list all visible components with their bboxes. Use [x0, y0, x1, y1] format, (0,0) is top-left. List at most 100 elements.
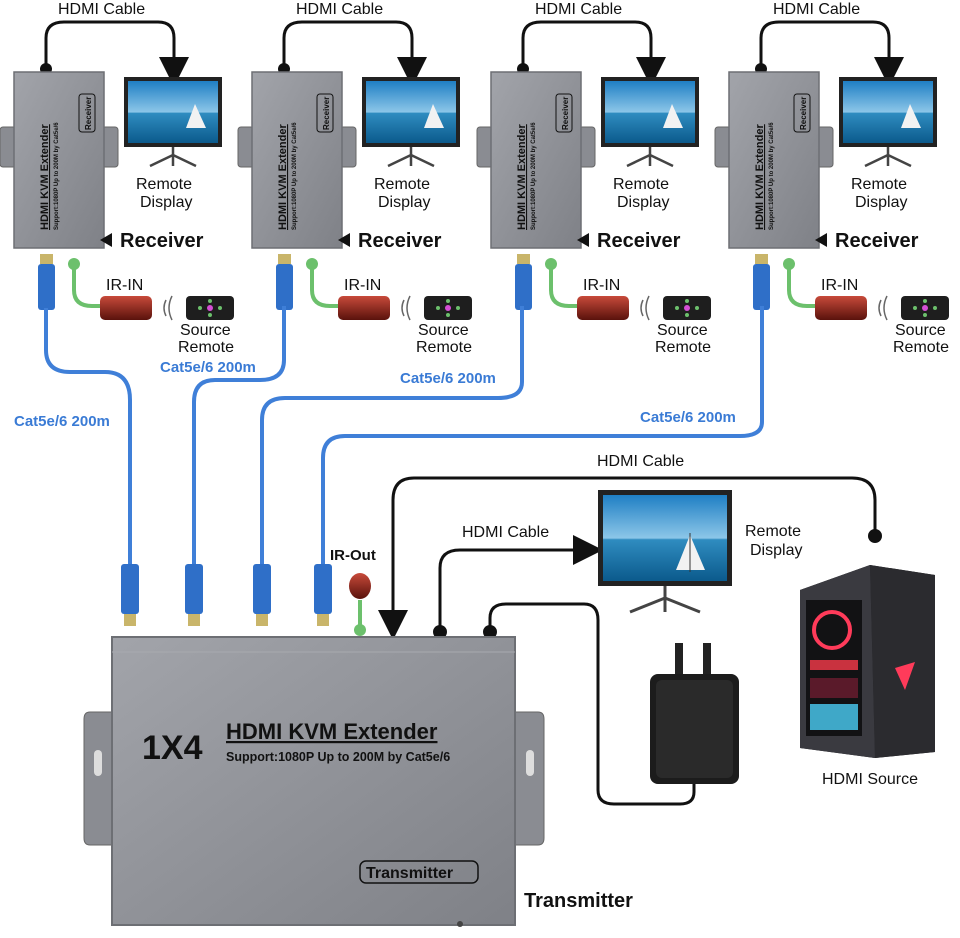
- receiver-role-label: Receiver: [120, 230, 204, 252]
- remote-button: [198, 306, 202, 310]
- hdmi-cable-top-label: HDMI Cable: [597, 453, 684, 470]
- receiver-hdmi-cable-label: HDMI Cable: [773, 1, 860, 18]
- remote-label-1: Source: [418, 322, 469, 339]
- receiver-title: HDMI KVM Extender: [754, 124, 766, 230]
- receiver-body: [251, 71, 343, 249]
- ir-receiver-head: [577, 296, 629, 320]
- receiver-hdmi-cable-label: HDMI Cable: [296, 1, 383, 18]
- display-label-2: Display: [855, 194, 907, 211]
- remote-monitor-screen: [128, 81, 218, 143]
- remote-label-1: Source: [657, 322, 708, 339]
- receiver-role-label: Receiver: [835, 230, 919, 252]
- remote-monitor-screen: [843, 81, 933, 143]
- rj45-connector: [38, 264, 55, 310]
- power-adapter: [650, 643, 739, 784]
- receiver-title: HDMI KVM Extender: [277, 124, 289, 230]
- transmitter-title: HDMI KVM Extender: [226, 719, 438, 744]
- ir-in-cable: [310, 266, 338, 308]
- receiver-body: [490, 71, 582, 249]
- remote-button: [207, 305, 213, 311]
- ir-signal-icon: [640, 295, 650, 321]
- receiver-title: HDMI KVM Extender: [516, 124, 528, 230]
- receiver-role-label: Receiver: [597, 230, 681, 252]
- rj45-pins: [278, 254, 291, 264]
- cat-cable-4: [321, 306, 764, 568]
- ir-signal-icon: [401, 295, 411, 321]
- receiver-badge-frame: [78, 93, 96, 133]
- remote-button: [923, 299, 927, 303]
- ir-in-cable: [549, 266, 577, 308]
- monitor-stand: [626, 147, 674, 168]
- ir-out-sensor: [349, 573, 371, 636]
- ir-in-cable: [72, 266, 100, 308]
- hdmi-cable-source-to-transmitter: [378, 476, 882, 640]
- remote-button: [923, 313, 927, 317]
- receiver-hdmi-cable-label: HDMI Cable: [535, 1, 622, 18]
- transmitter-subtitle: Support:1080P Up to 200M by Cat5e/6: [226, 750, 450, 764]
- receiver-body: [728, 71, 820, 249]
- monitor-stand: [149, 147, 197, 168]
- remote-button: [685, 299, 689, 303]
- display-label-1: Remote: [851, 176, 907, 193]
- pointer-triangle-icon: [577, 233, 589, 247]
- ir-receiver-head: [338, 296, 390, 320]
- remote-label-2: Remote: [178, 339, 234, 356]
- local-display-label-1: Remote: [745, 523, 801, 540]
- sailboat-image: [424, 104, 444, 128]
- remote-label-2: Remote: [893, 339, 949, 356]
- receiver-subtitle: Support:1080P Up to 200M by Cat5e/6: [292, 122, 298, 230]
- local-remote-display: [598, 490, 732, 614]
- ir-plug: [68, 258, 80, 270]
- display-label-2: Display: [617, 194, 669, 211]
- receiver-badge: Receiver: [561, 97, 570, 130]
- network-cables: [44, 306, 764, 568]
- transmitter-device: [83, 636, 545, 927]
- cable-label-3: Cat5e/6 200m: [400, 370, 496, 387]
- cable-label-2: Cat5e/6 200m: [160, 359, 256, 376]
- cat-cable-1: [44, 308, 132, 568]
- monitor-stand: [864, 147, 912, 168]
- hdmi-cable-local-label: HDMI Cable: [462, 524, 549, 541]
- transmitter-badge: Transmitter: [359, 860, 479, 884]
- remote-label-1: Source: [895, 322, 946, 339]
- remote-button: [913, 306, 917, 310]
- remote-label-2: Remote: [416, 339, 472, 356]
- local-display-label-2: Display: [750, 542, 802, 559]
- ir-receiver-head: [100, 296, 152, 320]
- ir-in-label: IR-IN: [583, 277, 620, 294]
- display-label-2: Display: [378, 194, 430, 211]
- cable-label-1: Cat5e/6 200m: [14, 413, 110, 430]
- receiver-body: [13, 71, 105, 249]
- remote-button: [446, 313, 450, 317]
- hdmi-cable-local-display: [433, 535, 603, 639]
- remote-button: [675, 306, 679, 310]
- sailboat-image: [663, 104, 683, 128]
- ir-signal-icon: [878, 295, 888, 321]
- display-label-1: Remote: [374, 176, 430, 193]
- power-cable: [483, 602, 696, 806]
- remote-button: [445, 305, 451, 311]
- rj45-pins: [40, 254, 53, 264]
- ir-in-label: IR-IN: [106, 277, 143, 294]
- ir-receiver-head: [815, 296, 867, 320]
- receiver-badge: Receiver: [322, 97, 331, 130]
- display-label-1: Remote: [136, 176, 192, 193]
- transmitter-model: 1X4: [142, 729, 203, 767]
- ir-plug: [783, 258, 795, 270]
- ir-out-label: IR-Out: [330, 547, 376, 564]
- ir-in-label: IR-IN: [344, 277, 381, 294]
- remote-button: [218, 306, 222, 310]
- sailboat-image: [901, 104, 921, 128]
- rj45-connector: [753, 264, 770, 310]
- remote-button: [685, 313, 689, 317]
- pointer-triangle-icon: [815, 233, 827, 247]
- receiver-badge: Receiver: [799, 97, 808, 130]
- receiver-subtitle: Support:1080P Up to 200M by Cat5e/6: [531, 122, 537, 230]
